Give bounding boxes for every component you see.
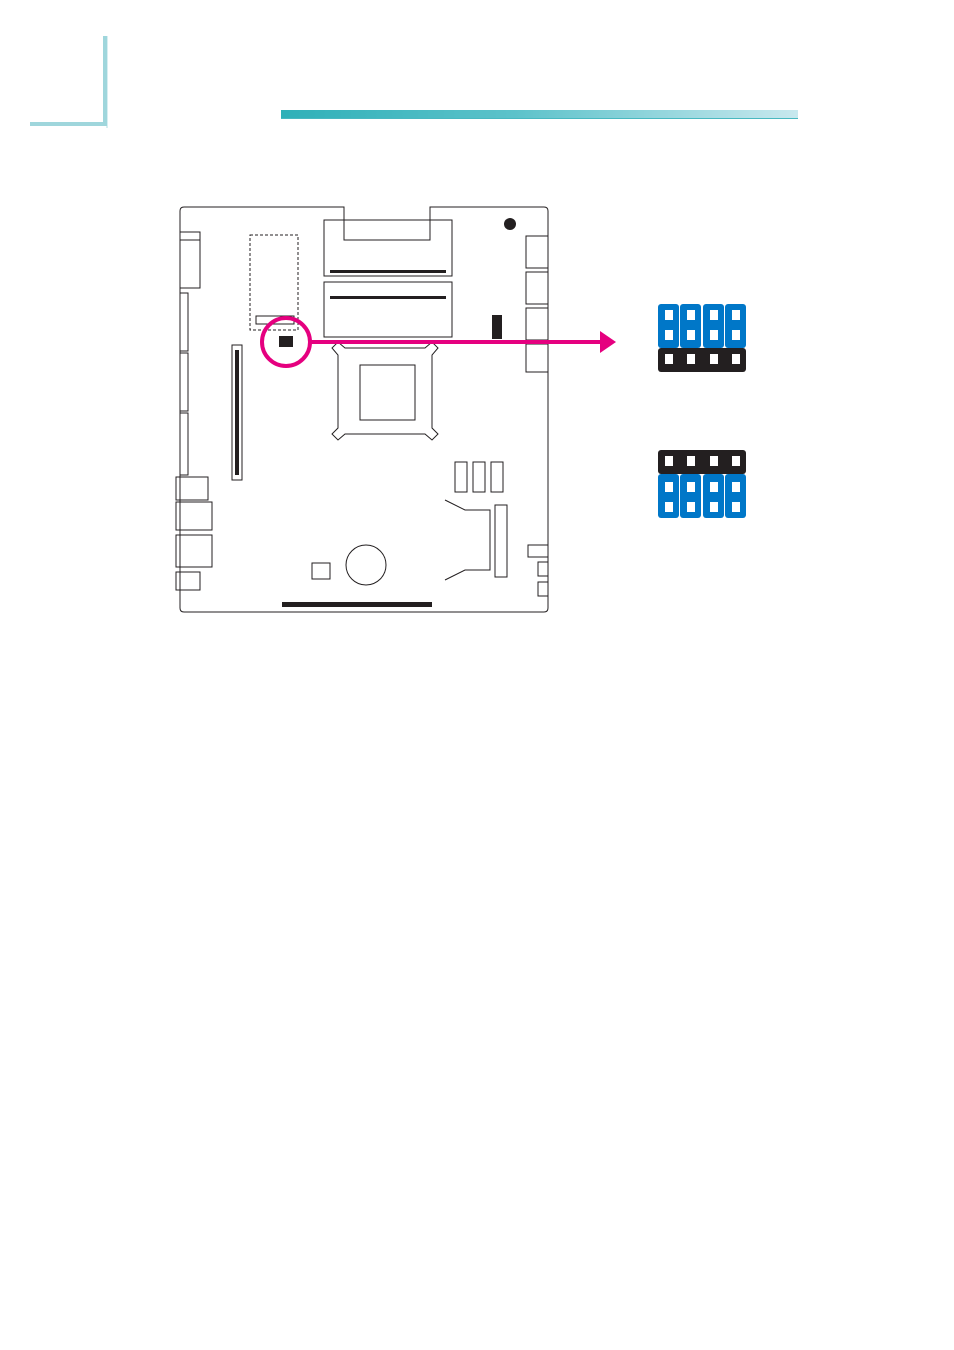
mounting-hole [504,218,516,230]
highlight-arrow-head [600,331,616,353]
rear-port-4 [526,344,548,372]
io-port-serial-1 [180,293,188,351]
sata-connector-2 [473,462,485,492]
memory-slot-2 [324,282,452,337]
memory-slot-pins-1 [330,270,446,273]
cf-card-slot [445,500,490,580]
rear-switch-3 [538,582,548,596]
corner-vertical-line [103,36,107,126]
motherboard-layout-diagram [170,200,630,620]
io-port-lan [176,477,208,500]
rear-port-2 [526,272,548,304]
io-port-serial-2 [180,353,188,411]
jumper-setting-icon [655,302,750,374]
io-port-usb-2 [176,535,212,567]
memory-slot-1 [324,220,452,276]
rear-port-3 [526,308,548,340]
io-port-usb-1 [176,502,212,530]
header-rule [281,118,798,119]
io-port-serial-3 [180,413,188,475]
io-port-top [180,232,200,240]
pcie-slot-pins [235,350,239,475]
rear-switch-2 [538,562,548,576]
jumper-setting-icon [655,448,750,520]
header-pins [492,315,502,339]
rear-switch-1 [528,545,548,557]
cpu-core [360,365,415,420]
corner-horizontal-line [30,122,107,126]
sata-connector-3 [491,462,503,492]
sata-connector-1 [455,462,467,492]
cpu-socket [332,342,438,440]
io-port-audio [180,240,200,288]
rear-port-1 [526,236,548,268]
battery [346,545,386,585]
cf-connector [495,505,507,577]
jumper-location [279,336,293,347]
buzzer [312,563,330,579]
edge-connector [282,602,432,607]
memory-slot-pins-2 [330,296,446,299]
